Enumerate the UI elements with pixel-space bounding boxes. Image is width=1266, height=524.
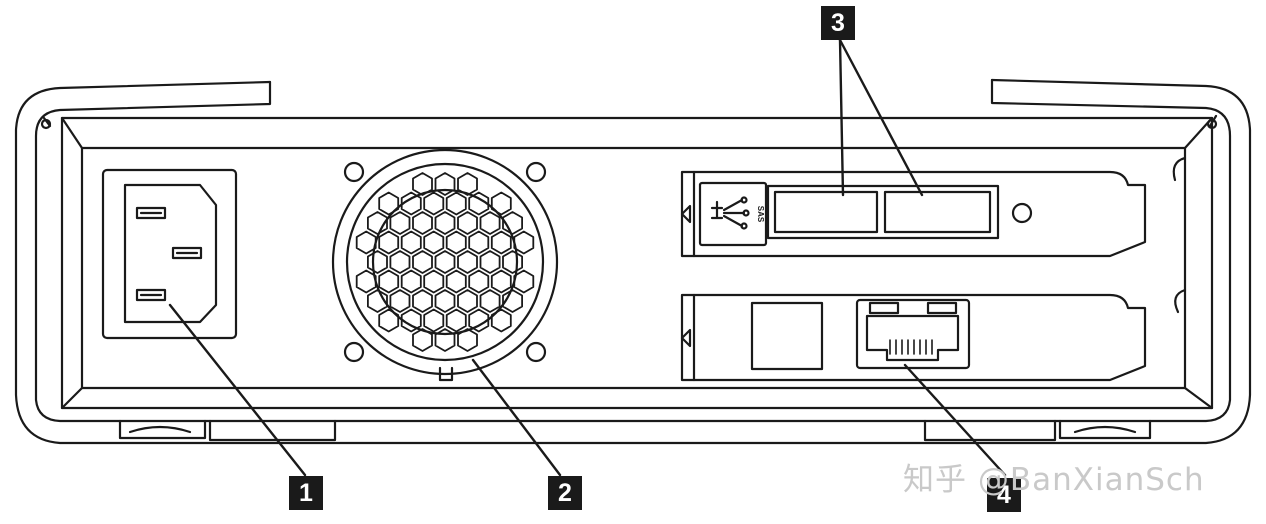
leader-line-2	[471, 358, 562, 477]
callout-1-power-inlet: 1	[289, 476, 323, 510]
callout-leader-lines	[168, 38, 1007, 477]
leader-line-1	[168, 303, 307, 477]
sas-connector-housing	[766, 184, 1000, 240]
chassis-frame	[14, 78, 1252, 445]
rj45-port	[855, 298, 971, 370]
rj45-contacts	[889, 339, 933, 355]
inlet-pin-earth	[171, 246, 203, 260]
cooling-fan	[331, 148, 559, 382]
inlet-pin-top	[135, 206, 167, 220]
ethernet-interface-card	[680, 293, 1147, 382]
rj45-led-right	[926, 301, 958, 315]
sas-port-2	[883, 190, 992, 234]
rj45-led-left	[868, 301, 900, 315]
watermark-text: 知乎 @BanXianSch	[903, 462, 1205, 498]
blank-label-area	[750, 301, 824, 371]
sas-interface-card	[680, 170, 1147, 258]
callout-2-fan: 2	[548, 476, 582, 510]
callout-4-ethernet-port: 4	[987, 478, 1021, 512]
callout-3-sas-ports: 3	[821, 6, 855, 40]
sas-port-1	[773, 190, 879, 234]
sas-label-plate	[698, 181, 768, 247]
power-inlet	[101, 168, 238, 340]
leader-line-3b	[838, 38, 924, 197]
fan-honeycomb-grill	[355, 172, 535, 352]
inlet-pin-bottom	[135, 288, 167, 302]
sas-plate-text: SAS	[756, 206, 765, 223]
leader-line-4	[903, 363, 1007, 477]
leader-line-3a	[838, 38, 845, 197]
